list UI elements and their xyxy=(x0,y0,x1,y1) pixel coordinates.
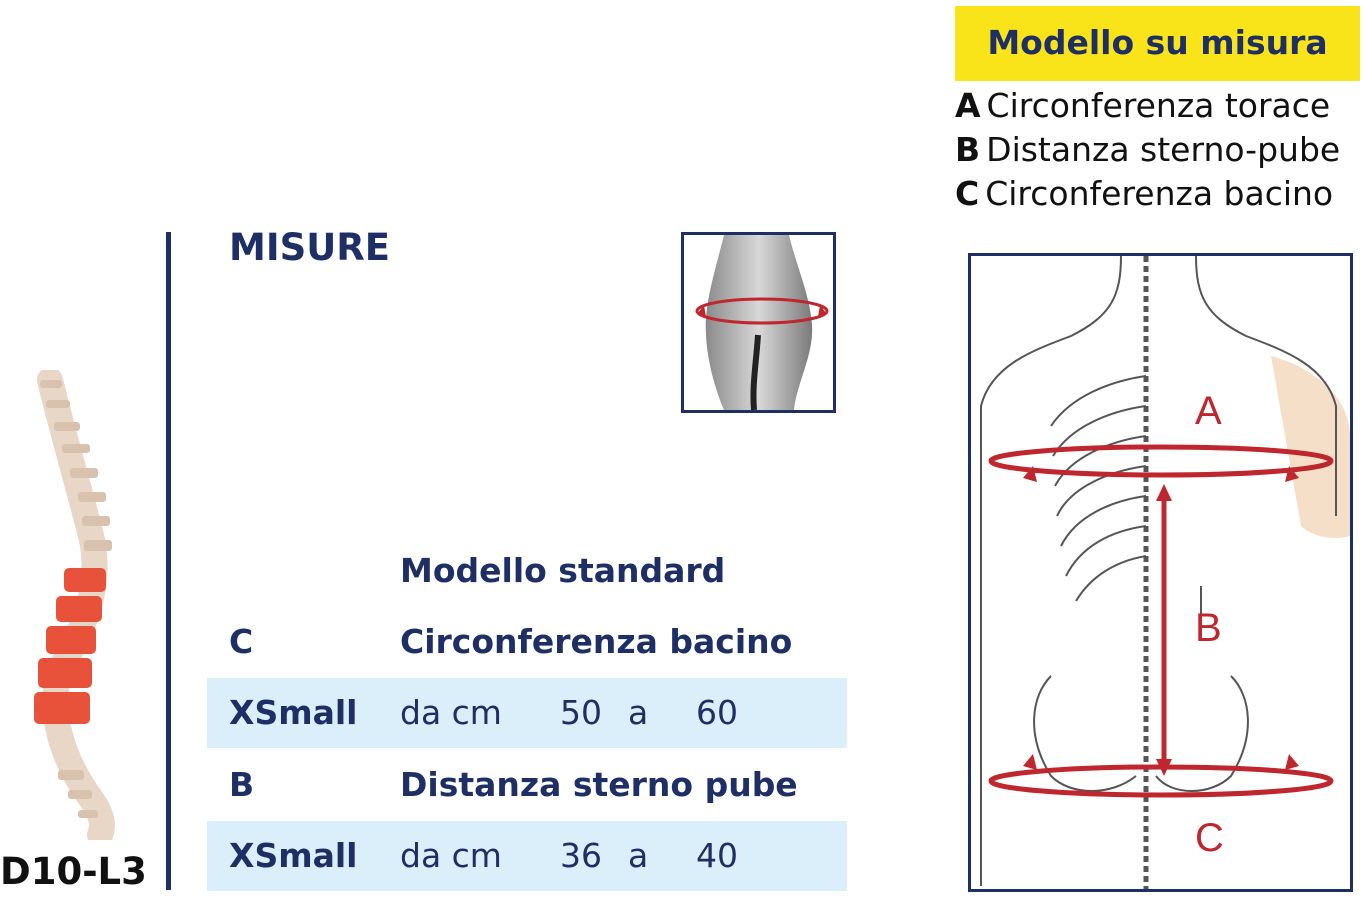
standard-model-heading: Modello standard xyxy=(400,551,726,590)
range-separator: a xyxy=(628,693,649,732)
spine-level-label: D10-L3 xyxy=(0,850,147,893)
size-label: XSmall xyxy=(229,836,358,875)
range-from: 50 xyxy=(560,693,602,732)
hip-circumference-arrow xyxy=(695,297,829,325)
range-prefix: da cm xyxy=(400,693,502,732)
range-separator: a xyxy=(628,836,649,875)
row-code-b: B xyxy=(229,765,255,804)
size-row-b xyxy=(207,821,847,891)
row-measure-c: Circonferenza bacino xyxy=(400,622,793,661)
range-prefix: da cm xyxy=(400,836,502,875)
diagram-label-b: B xyxy=(1195,606,1222,650)
diagram-label-a: A xyxy=(1195,389,1222,433)
torso-measurement-diagram: A B C xyxy=(968,253,1353,892)
range-to: 40 xyxy=(696,836,738,875)
highlighted-vertebrae xyxy=(34,568,106,724)
range-from: 36 xyxy=(560,836,602,875)
hip-measurement-image xyxy=(681,232,836,413)
section-title: MISURE xyxy=(229,226,391,269)
custom-model-banner: Modello su misura xyxy=(955,6,1360,81)
row-code-c: C xyxy=(229,622,254,661)
size-label: XSmall xyxy=(229,693,358,732)
size-row-c xyxy=(207,678,847,748)
divider-line xyxy=(166,232,171,890)
spine-illustration xyxy=(34,370,115,840)
range-to: 60 xyxy=(696,693,738,732)
diagram-label-c: C xyxy=(1195,816,1224,860)
custom-model-heading: Modello su misura xyxy=(987,23,1328,62)
row-measure-b: Distanza sterno pube xyxy=(400,765,798,804)
